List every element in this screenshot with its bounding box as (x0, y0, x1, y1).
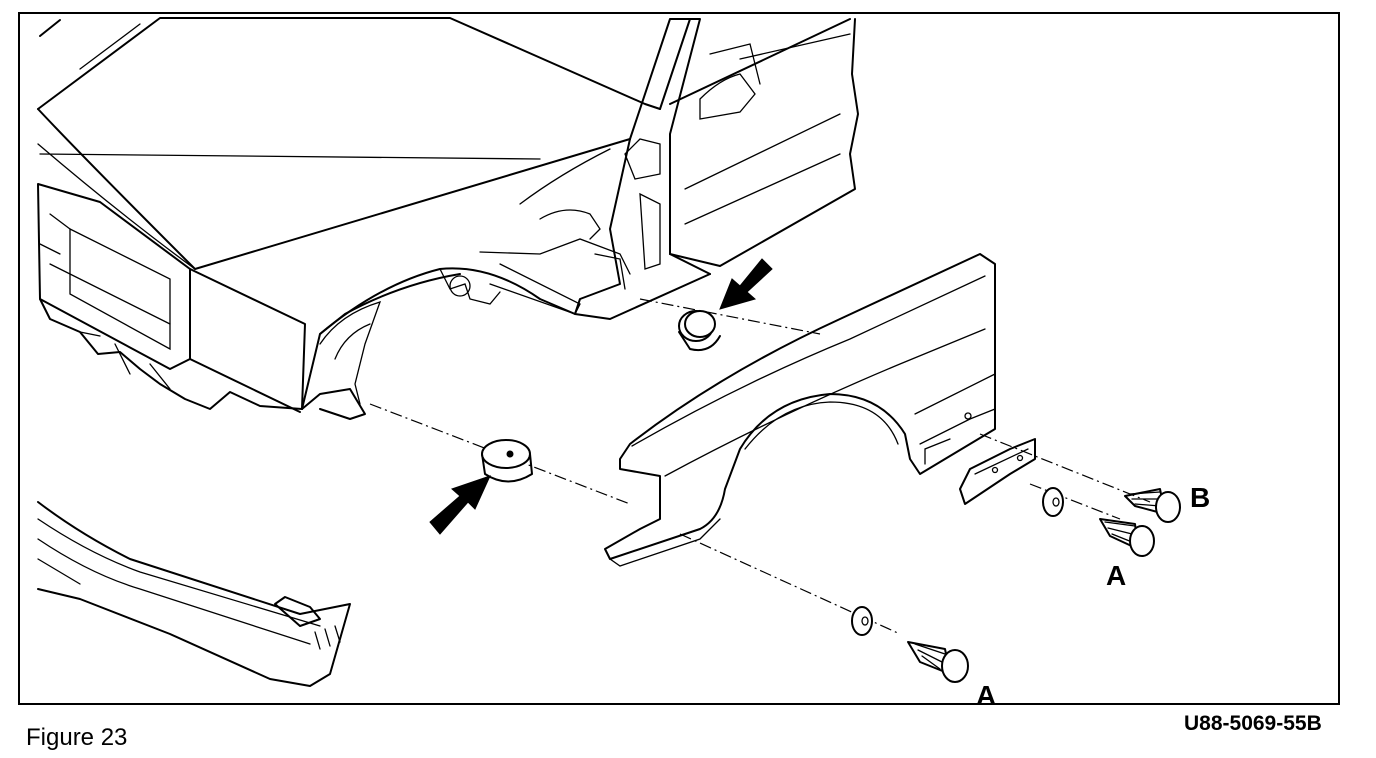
diagram-frame: B A A (18, 12, 1340, 705)
figure-code: U88-5069-55B (1184, 712, 1322, 735)
bolt-a-lower (907, 641, 969, 683)
rubber-pad-lower (481, 439, 533, 483)
washer-lower (851, 606, 873, 636)
callout-a-upper: A (1106, 560, 1127, 591)
arrow-upper-icon (719, 258, 773, 310)
front-fender (604, 253, 996, 567)
car-body (37, 17, 859, 420)
callout-a-lower: A (976, 680, 997, 705)
bolt-b (1124, 488, 1181, 523)
callout-b: B (1190, 482, 1211, 513)
front-bumper (37, 501, 351, 687)
fender-bracket (959, 438, 1036, 505)
alignment-lines (369, 298, 1151, 635)
washer-bracket (1042, 487, 1064, 517)
arrow-lower-icon (429, 475, 491, 535)
figure-caption: Figure 23 (26, 724, 128, 751)
bolt-a-upper (1099, 518, 1155, 557)
fender-exploded-view (37, 17, 1181, 687)
rubber-pad-upper (678, 310, 721, 352)
